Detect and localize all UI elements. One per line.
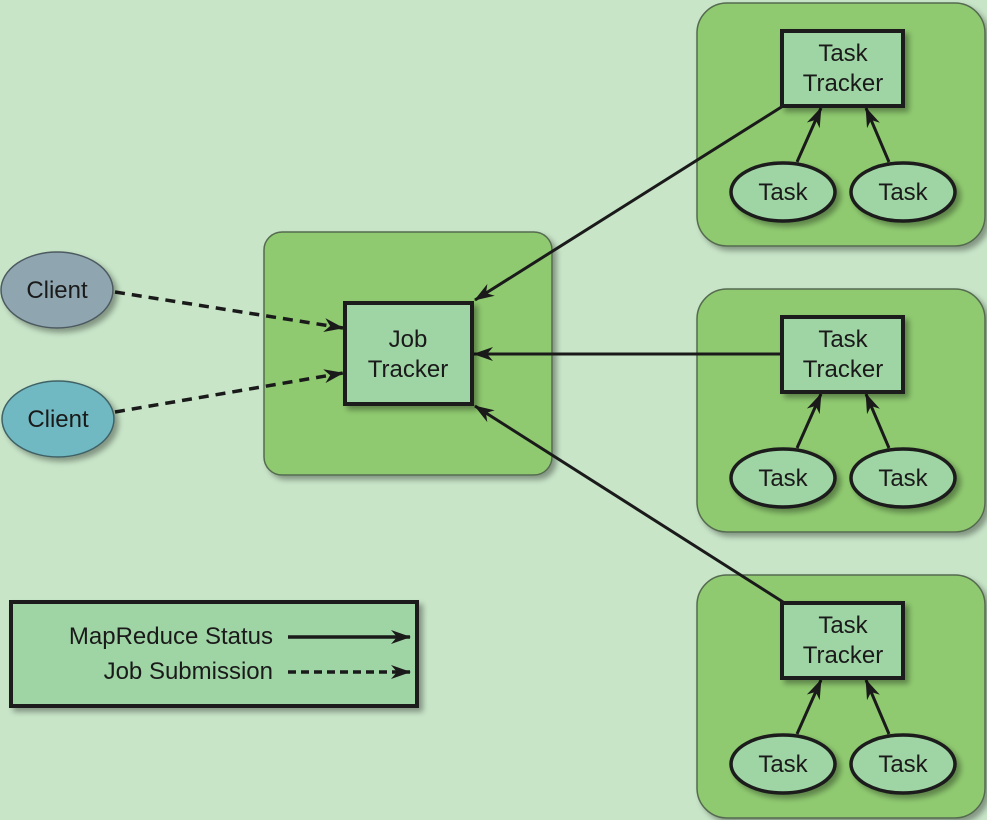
task-tracker-label-line1: Task: [818, 40, 868, 67]
edge-client-1-to-job-tracker: [114, 290, 344, 332]
task-label: Task: [758, 465, 808, 492]
client-node-1: Client: [0, 251, 114, 329]
task-tracker-label-line2: Tracker: [803, 70, 883, 97]
edge-task-1b: [864, 107, 891, 163]
edge-task-2a: [795, 393, 823, 449]
task-tracker-2: Task Tracker: [780, 315, 905, 394]
edge-task-3b: [864, 679, 891, 735]
task-label: Task: [758, 179, 808, 206]
task-label: Task: [878, 751, 928, 778]
task-label: Task: [758, 751, 808, 778]
job-tracker: Job Tracker: [343, 301, 474, 406]
task-label: Task: [878, 465, 928, 492]
job-tracker-label-line2: Tracker: [368, 356, 448, 383]
edge-client-2-to-job-tracker: [114, 369, 344, 414]
edge-task-2b: [864, 393, 891, 449]
task-1a: Task: [729, 161, 837, 223]
edge-task-3a: [795, 679, 823, 735]
legend: MapReduce Status Job Submission: [9, 600, 419, 708]
task-1b: Task: [849, 161, 957, 223]
client-label: Client: [26, 277, 88, 304]
task-tracker-3: Task Tracker: [780, 601, 905, 680]
task-label: Task: [878, 179, 928, 206]
task-3a: Task: [729, 733, 837, 795]
edge-task-tracker-3-to-job-tracker: [474, 404, 784, 604]
task-tracker-label-line2: Tracker: [803, 642, 883, 669]
task-tracker-label-line1: Task: [818, 612, 868, 639]
job-tracker-label-line1: Job: [389, 326, 428, 353]
edge-task-tracker-1-to-job-tracker: [474, 104, 784, 302]
task-tracker-1: Task Tracker: [780, 29, 905, 108]
task-2b: Task: [849, 447, 957, 509]
task-3b: Task: [849, 733, 957, 795]
client-label: Client: [27, 406, 89, 433]
edge-task-1a: [795, 107, 823, 163]
task-2a: Task: [729, 447, 837, 509]
legend-label-job-submission: Job Submission: [104, 658, 273, 685]
task-tracker-label-line1: Task: [818, 326, 868, 353]
client-node-2: Client: [1, 380, 115, 458]
legend-label-mapreduce-status: MapReduce Status: [69, 623, 273, 650]
task-tracker-label-line2: Tracker: [803, 356, 883, 383]
